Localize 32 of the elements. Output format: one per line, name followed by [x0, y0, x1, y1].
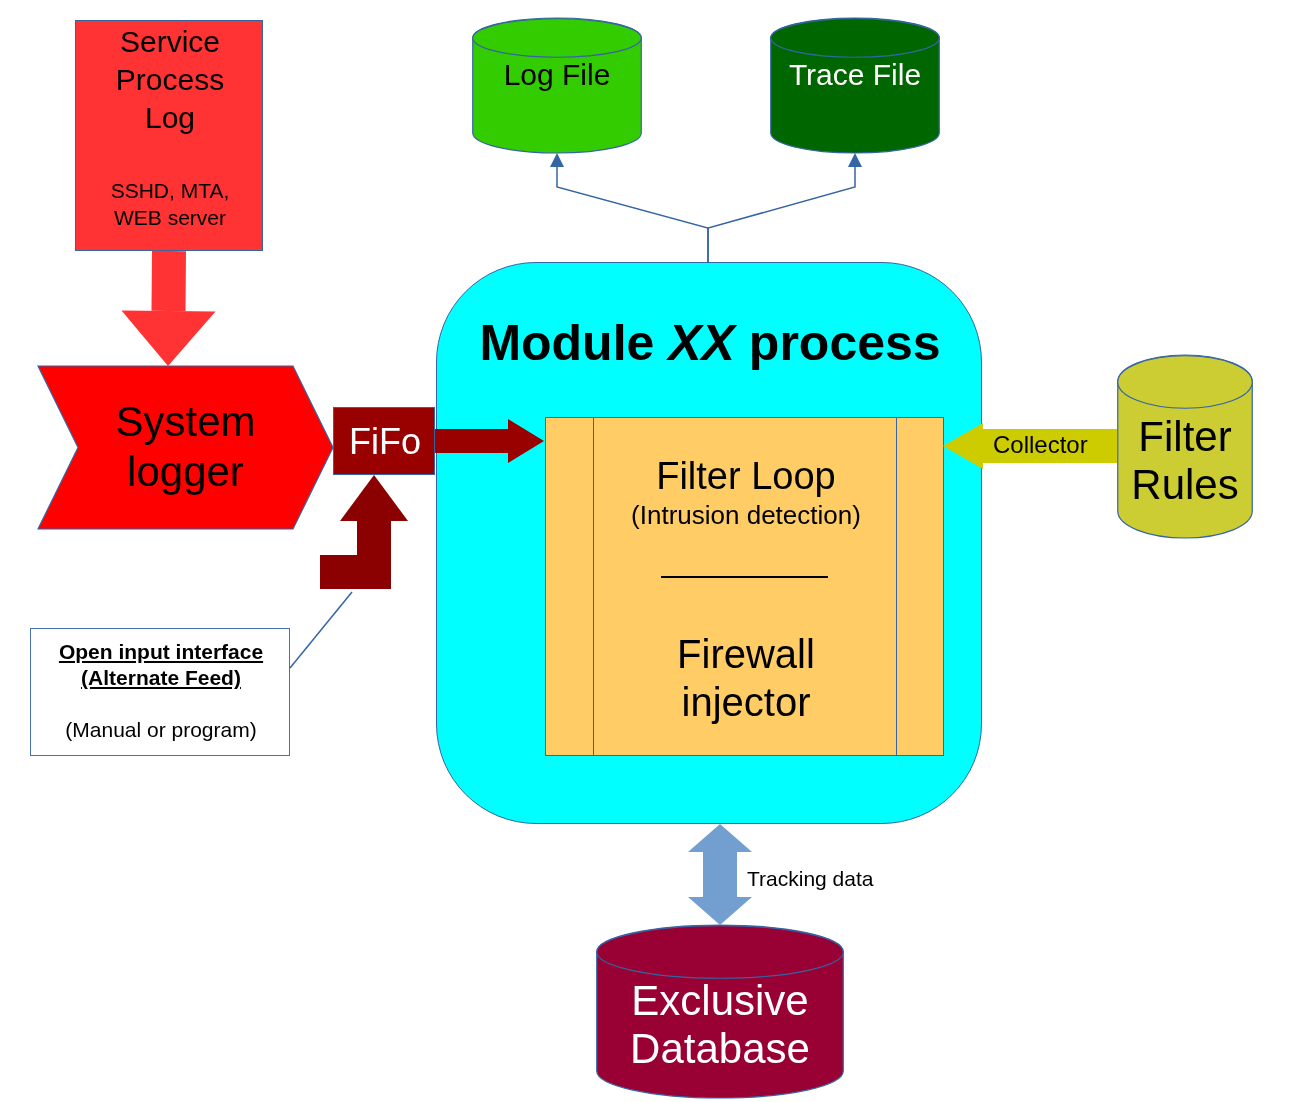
- leader-line: [289, 591, 353, 669]
- source-box: [75, 20, 263, 251]
- process-container: [436, 262, 982, 824]
- box-title: Firewall injector: [676, 631, 816, 726]
- cylinder-label: Filter Rules: [1130, 413, 1240, 509]
- container-title: Module XX process: [478, 314, 942, 373]
- box-title: Service Process Log: [114, 24, 226, 136]
- cylinder-label: Log File: [502, 57, 612, 93]
- cylinder-label: Trace File: [787, 57, 923, 93]
- queue-box: [333, 407, 435, 475]
- box-note: SSHD, MTA, WEB server: [109, 178, 231, 231]
- note-heading: Open input interface (Alternate Feed): [57, 639, 265, 691]
- box-subtitle: (Intrusion detection): [630, 499, 862, 531]
- arrow: [707, 153, 862, 263]
- block-arrow: [435, 419, 544, 463]
- process-box: [545, 417, 944, 756]
- box-label: FiFo: [348, 420, 422, 464]
- bent-block-arrow: [320, 475, 408, 589]
- chevron-shape: [38, 366, 333, 529]
- edge-label: Collector: [993, 431, 1088, 459]
- database-cylinder: [596, 925, 844, 1098]
- note-box: [30, 628, 290, 756]
- storage-cylinder: [1117, 355, 1253, 538]
- block-arrow: [121, 250, 216, 366]
- storage-cylinder: [770, 18, 940, 153]
- box-title: Filter Loop: [655, 454, 837, 498]
- double-block-arrow: [688, 824, 752, 925]
- note-text: (Manual or program): [64, 717, 258, 743]
- shape-label: System logger: [114, 397, 257, 497]
- storage-cylinder: [472, 18, 642, 153]
- cylinder-label: Exclusive Database: [629, 977, 811, 1073]
- block-arrow: [943, 423, 1117, 469]
